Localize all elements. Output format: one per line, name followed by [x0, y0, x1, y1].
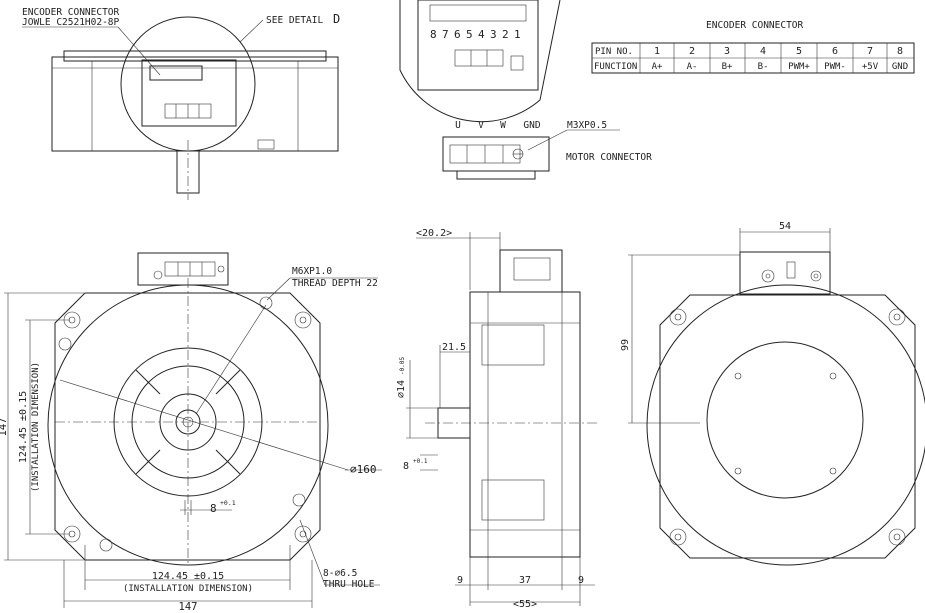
front-install-label-horizontal: (INSTALLATION DIMENSION)	[123, 584, 253, 594]
svg-text:8: 8	[430, 28, 437, 41]
svg-text:5: 5	[466, 28, 473, 41]
table-function-row: A+ A- B+ B- PWM+ PWM- +5V GND	[652, 62, 909, 72]
see-detail-label: SEE DETAIL	[266, 15, 323, 26]
side-dim-55: <55>	[513, 599, 537, 610]
svg-text:5: 5	[796, 46, 802, 57]
svg-text:3: 3	[490, 28, 497, 41]
detail-letter: D	[333, 12, 340, 26]
svg-text:B-: B-	[758, 62, 769, 72]
encoder-connector-part: JOWLE C2521H02-8P	[22, 17, 120, 28]
front-thread-label: M6XP1.0	[292, 266, 332, 277]
front-install-dim-vertical: 124.45 ±0.15	[18, 391, 29, 463]
svg-text:A-: A-	[687, 62, 698, 72]
svg-text:PWM-: PWM-	[824, 62, 846, 72]
svg-text:4: 4	[478, 28, 485, 41]
svg-text:U: U	[455, 120, 461, 131]
side-view: <20.2> 21.5 ⌀14 -0.05 8 +0.1 9 37 9 <55>	[396, 228, 600, 610]
svg-text:3: 3	[724, 46, 730, 57]
svg-text:2: 2	[689, 46, 695, 57]
svg-text:+5V: +5V	[862, 62, 879, 72]
encoder-connector-title: ENCODER CONNECTOR	[22, 7, 120, 18]
table-row-label-pin: PIN NO.	[595, 47, 633, 57]
side-dim-9-left: 9	[457, 575, 463, 586]
front-diameter: ⌀160	[350, 463, 377, 476]
side-dim-37: 37	[519, 575, 531, 586]
svg-text:7: 7	[442, 28, 449, 41]
svg-text:1: 1	[654, 46, 660, 57]
side-key-tol: +0.1	[413, 458, 428, 465]
front-holes-label: 8-⌀6.5	[323, 568, 357, 579]
rear-view: 54 99	[620, 221, 925, 566]
front-overall-width: 147	[179, 601, 198, 613]
encoder-connector-table: ENCODER CONNECTOR PIN NO. FUNCTION 1 2 3…	[591, 20, 915, 74]
table-row-label-function: FUNCTION	[594, 62, 637, 72]
front-thread-depth: THREAD DEPTH 22	[292, 278, 378, 289]
front-install-dim-horizontal: 124.45 ±0.15	[152, 571, 224, 582]
side-shaft-diameter: ⌀14	[396, 380, 407, 398]
svg-text:1: 1	[514, 28, 521, 41]
side-top-dim: <20.2>	[416, 228, 452, 239]
svg-text:A+: A+	[652, 62, 663, 72]
front-key-dim: 8	[210, 502, 217, 515]
rear-height-dim: 99	[620, 339, 631, 351]
motor-connector-title: MOTOR CONNECTOR	[566, 152, 652, 163]
top-view: ENCODER CONNECTOR JOWLE C2521H02-8P SEE …	[22, 7, 340, 200]
svg-text:GND: GND	[523, 120, 540, 131]
rear-width-dim: 54	[779, 221, 791, 232]
front-view: M6XP1.0 THREAD DEPTH 22 ⌀160 8-⌀6.5 THRU…	[0, 252, 382, 613]
side-dim-21-5: 21.5	[442, 342, 466, 353]
svg-text:6: 6	[832, 46, 838, 57]
svg-text:W: W	[500, 120, 506, 131]
svg-text:PWM+: PWM+	[788, 62, 810, 72]
svg-text:GND: GND	[892, 62, 908, 72]
side-key-dim: 8	[403, 461, 409, 472]
side-dim-9-right: 9	[578, 575, 584, 586]
front-overall-height: 147	[0, 418, 9, 437]
side-shaft-tol: -0.05	[399, 357, 406, 375]
motor-connector: U V W GND M3XP0.5 MOTOR CONNECTOR	[442, 120, 652, 180]
svg-text:8: 8	[897, 46, 903, 57]
svg-text:B+: B+	[722, 62, 733, 72]
encoder-table-title: ENCODER CONNECTOR	[706, 20, 804, 31]
motor-connector-pin-labels: U V W GND	[455, 120, 541, 131]
svg-text:7: 7	[867, 46, 873, 57]
svg-text:4: 4	[760, 46, 766, 57]
table-pin-row: 1 2 3 4 5 6 7 8	[654, 46, 903, 57]
front-install-label-vertical: (INSTALLATION DIMENSION)	[31, 362, 41, 492]
front-thru-label: THRU HOLE	[323, 579, 375, 590]
motor-connector-screw: M3XP0.5	[567, 120, 607, 131]
detail-d: 8 7 6 5 4 3 2 1	[399, 0, 561, 123]
svg-text:6: 6	[454, 28, 461, 41]
svg-text:V: V	[478, 120, 484, 131]
svg-text:2: 2	[502, 28, 509, 41]
detail-pin-numbers: 8 7 6 5 4 3 2 1	[430, 28, 521, 41]
front-key-tol: +0.1	[220, 499, 236, 507]
